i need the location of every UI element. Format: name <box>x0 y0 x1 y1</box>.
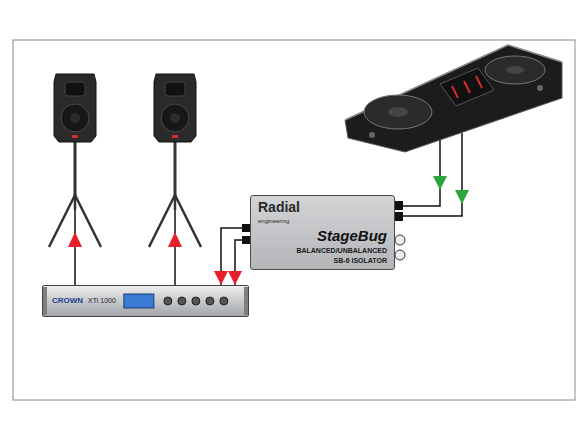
product-function: BALANCED/UNBALANCED <box>296 247 387 255</box>
right-speaker <box>149 74 201 285</box>
dj-controller-part <box>369 132 375 138</box>
model-label: XTi 1000 <box>88 297 116 305</box>
left-speaker-part <box>74 195 77 210</box>
dj-controller-part <box>464 81 470 93</box>
controller-cables-part <box>433 176 447 190</box>
display-panel <box>124 294 154 308</box>
product-name: StageBug <box>317 228 387 245</box>
controller-cables <box>402 133 469 216</box>
right-speaker-part <box>174 210 176 285</box>
right-speaker-part <box>170 113 180 123</box>
left-speaker-part <box>75 195 101 247</box>
right-speaker-part <box>165 82 185 96</box>
left-speaker-part <box>70 113 80 123</box>
controller-cables-part <box>455 190 469 204</box>
model-label: SB-6 ISOLATOR <box>334 257 387 265</box>
dj-controller-part <box>476 76 482 88</box>
frame <box>13 40 575 400</box>
right-speaker-part <box>174 195 177 210</box>
right-speaker-part <box>175 195 201 247</box>
dj-controller-part <box>452 86 458 98</box>
right-speaker-part <box>174 142 177 200</box>
control-knob <box>206 297 214 305</box>
right-speaker-part <box>172 135 178 138</box>
brand-logo: Radial <box>258 200 300 215</box>
dj-controller-part <box>485 56 545 84</box>
rack-ear <box>244 287 248 315</box>
control-knob <box>220 297 228 305</box>
left-speaker-part <box>65 82 85 96</box>
controller-cables-part <box>402 140 440 206</box>
controller-cables-part <box>402 133 462 216</box>
dj-controller-part <box>364 95 432 129</box>
dj-controller-part <box>440 68 494 106</box>
right-speaker-part <box>168 232 182 247</box>
right-speaker-part <box>149 195 175 247</box>
isolator-jacks-part <box>394 212 403 221</box>
left-speaker-part <box>72 135 78 138</box>
control-knob <box>192 297 200 305</box>
right-speaker-part <box>154 74 196 142</box>
dj-controller-part <box>345 45 562 152</box>
left-speaker-part <box>49 195 75 247</box>
control-knob <box>178 297 186 305</box>
dj-controller-part <box>506 66 524 74</box>
dj-controller <box>345 45 562 152</box>
left-speaker-part <box>68 232 82 247</box>
left-speaker-part <box>74 210 76 285</box>
signal-cable <box>235 240 250 285</box>
left-speaker-part <box>74 142 77 200</box>
right-speaker-part <box>161 104 189 132</box>
rack-ear <box>43 287 47 315</box>
signal-cable <box>221 228 250 285</box>
dj-controller-part <box>537 85 543 91</box>
isolator-jacks-part <box>395 250 405 260</box>
dj-controller-part <box>388 107 408 117</box>
control-knob <box>164 297 172 305</box>
brand-logo: CROWN <box>52 297 83 306</box>
left-speaker <box>49 74 101 285</box>
amplifier-box: CROWN XTi 1000 <box>42 285 249 317</box>
brand-tagline: engineering <box>258 218 289 225</box>
isolator-jacks-part <box>394 201 403 210</box>
isolator-jacks-part <box>395 235 405 245</box>
isolator-box: Radial engineeringStageBugBALANCED/UNBALA… <box>250 195 395 270</box>
left-speaker-part <box>61 104 89 132</box>
left-speaker-part <box>54 74 96 142</box>
